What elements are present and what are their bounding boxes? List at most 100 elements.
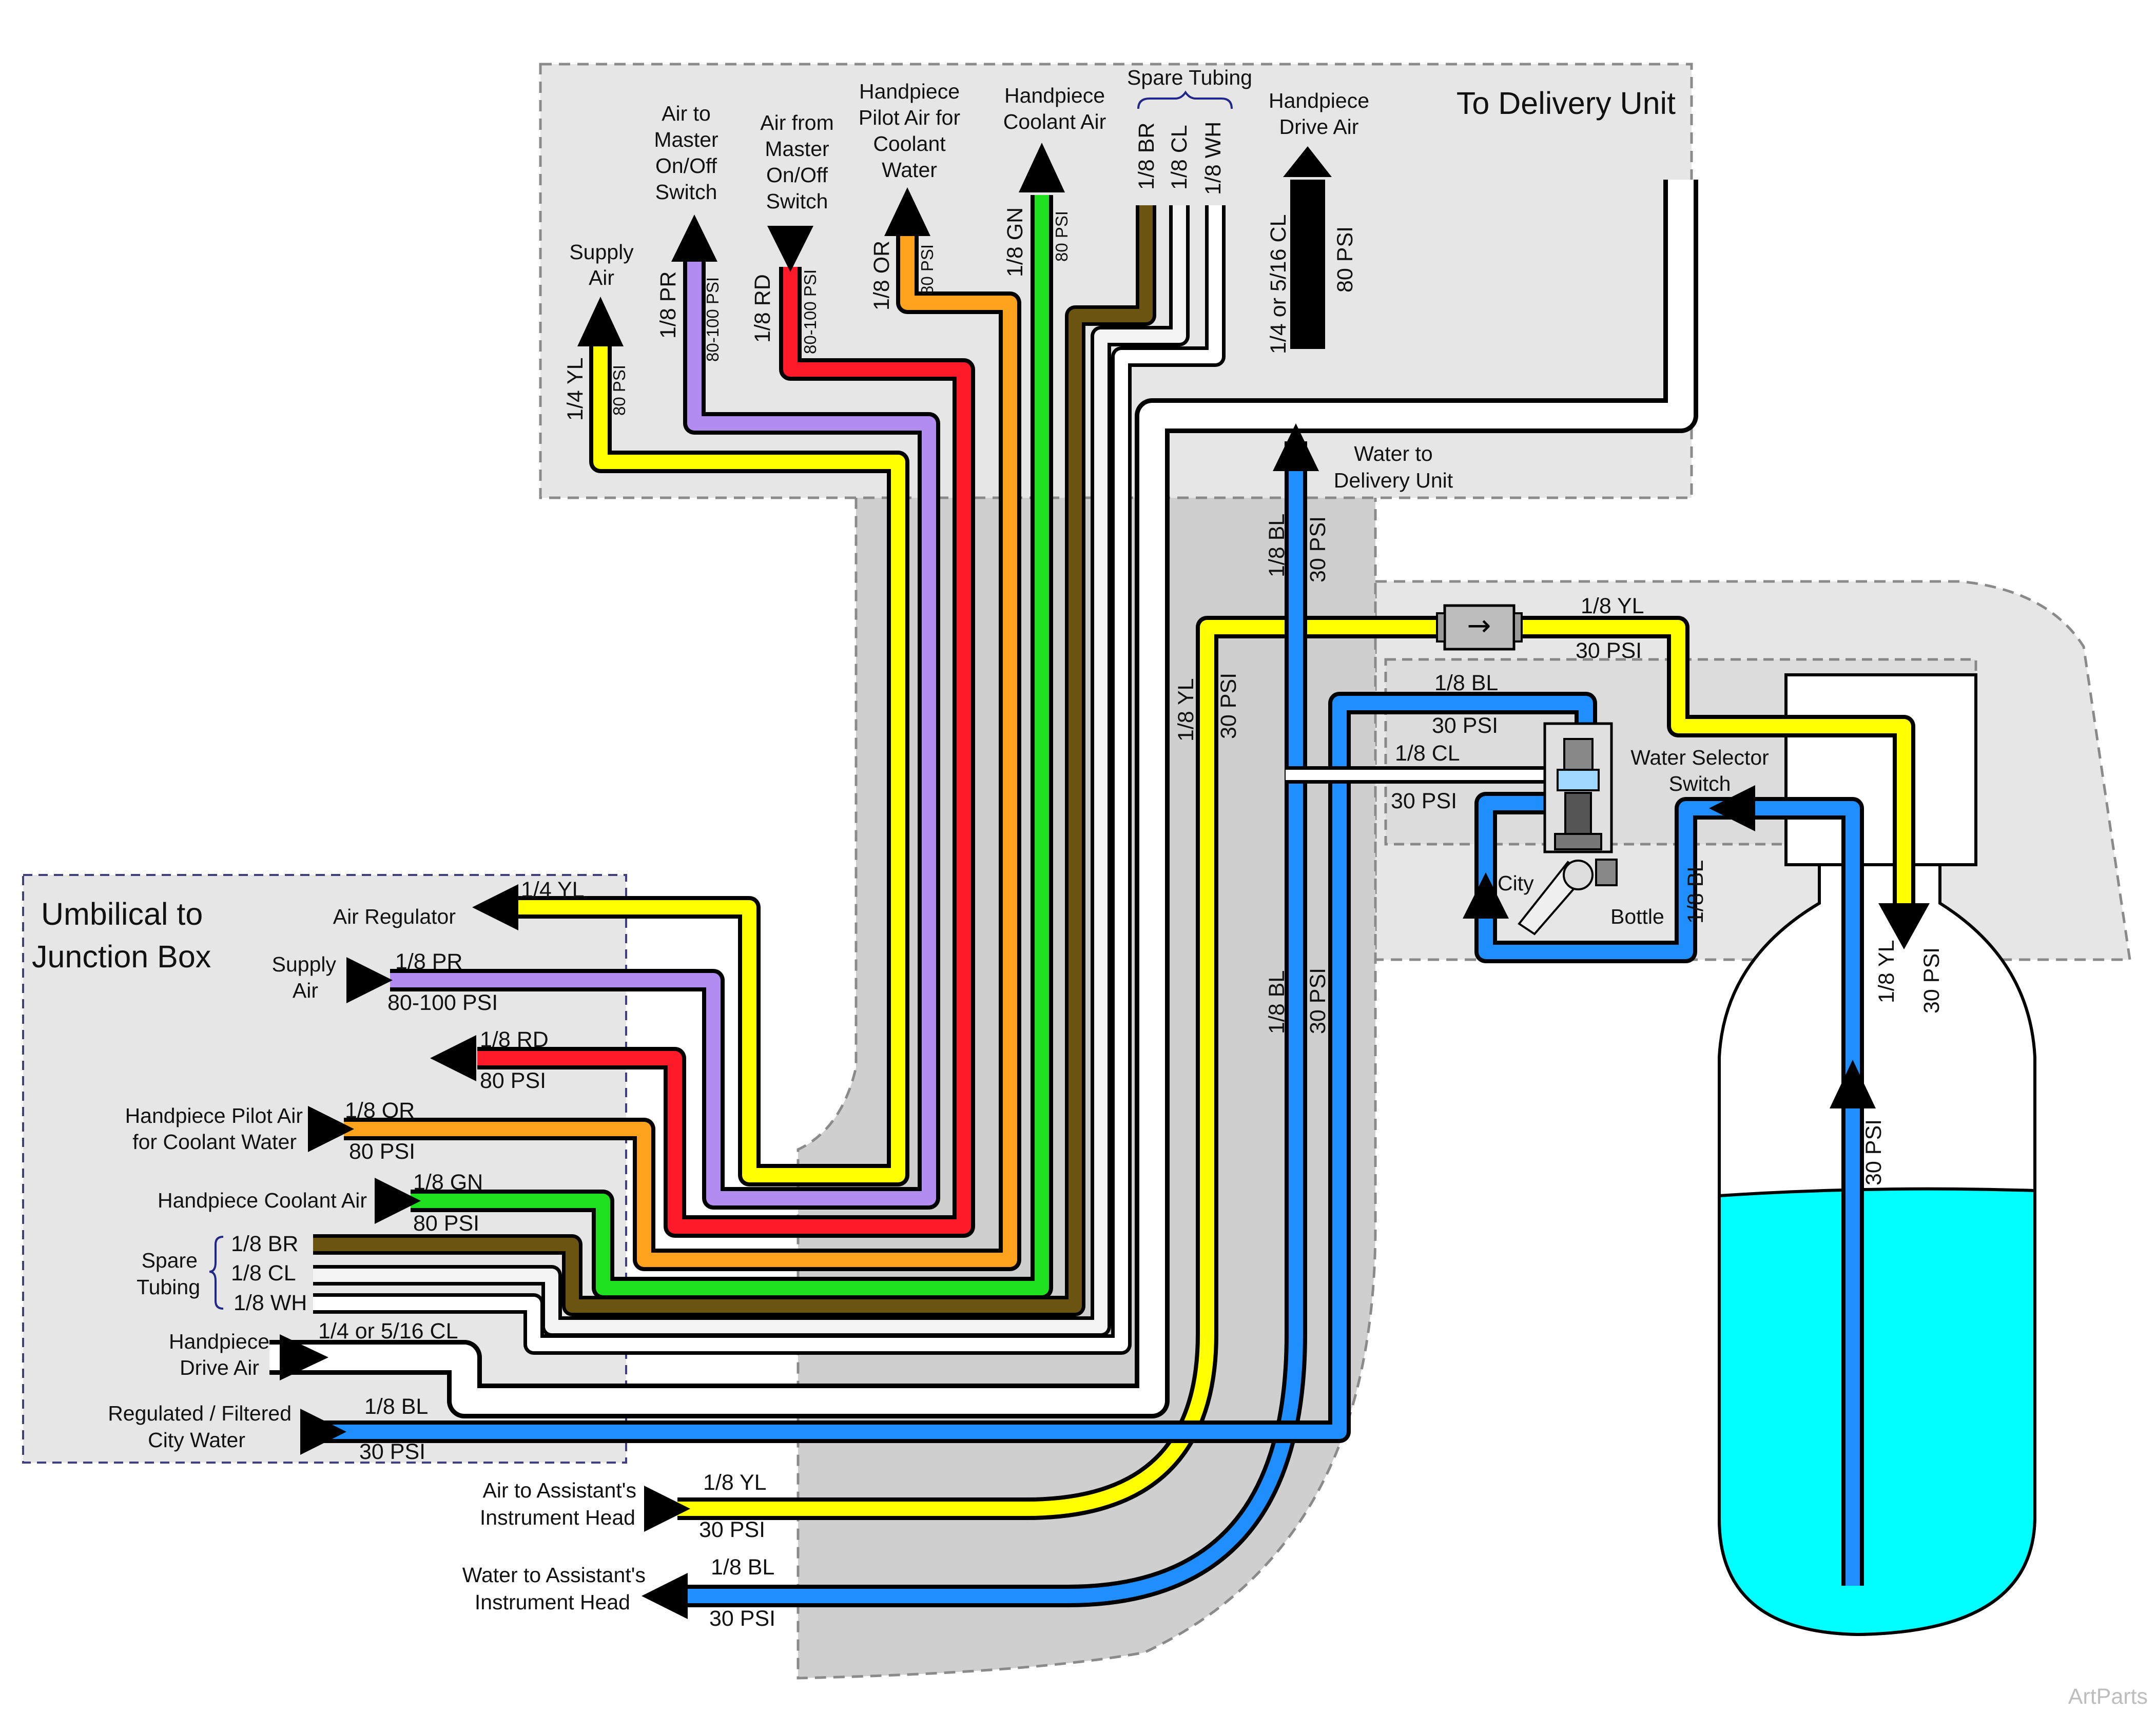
pr-top-psi: 80-100 PSI [703, 277, 722, 362]
arrow-assistant-water-icon [642, 1573, 688, 1619]
drive-air-label-1: Handpiece [1269, 89, 1369, 112]
left-bl-psi: 30 PSI [359, 1439, 425, 1464]
bl-lower-size: 1/8 BL [1265, 970, 1289, 1034]
tube-spare-cl [313, 205, 1186, 1333]
umbilical-title-1: Umbilical to [41, 897, 203, 931]
left-wh-size: 1/8 WH [234, 1291, 307, 1315]
gn-top-size: 1/8 GN [1003, 207, 1027, 277]
arrow-air-to-master-icon [671, 215, 717, 262]
bottle-holder [1784, 673, 1977, 866]
left-br-size: 1/8 BR [231, 1232, 298, 1256]
wh-top-size: 1/8 WH [1201, 122, 1226, 195]
spare-tubing-label: Spare Tubing [1127, 66, 1252, 89]
left-or-psi: 80 PSI [349, 1139, 415, 1164]
watermark: ArtParts [2068, 1684, 2148, 1709]
rd-top-psi: 80-100 PSI [801, 269, 820, 354]
arrow-coolant-air-icon [1019, 143, 1065, 192]
tube-spare-wh [313, 205, 1222, 1351]
check-valve: → [1436, 604, 1523, 651]
arrow-selector-feed-icon [1709, 785, 1755, 831]
arrow-city-water-icon [300, 1409, 346, 1455]
water-bottle [1718, 863, 2036, 1637]
yl-vert-psi: 30 PSI [1216, 673, 1241, 739]
delivery-unit-title: To Delivery Unit [1456, 86, 1676, 121]
drive-top-psi: 80 PSI [1333, 226, 1357, 293]
tube-supply-air [511, 334, 905, 1182]
pr-top-size: 1/8 PR [656, 271, 681, 339]
arrowheads [280, 143, 1930, 1619]
check-valve-arrow-icon: → [1467, 609, 1491, 643]
umb-drive-air-1: Handpiece [169, 1330, 269, 1353]
air-to-master-label-1: Air to [662, 102, 711, 125]
assistant-water-size: 1/8 BL [711, 1555, 774, 1580]
assistant-air-psi: 30 PSI [699, 1517, 765, 1542]
umb-city-water-1: Regulated / Filtered [108, 1401, 292, 1425]
arrow-drive-air-icon [1283, 146, 1332, 177]
br-top-size: 1/8 BR [1134, 123, 1159, 190]
umb-spare-brace [209, 1236, 224, 1310]
supply-air-label-1: Supply [569, 240, 634, 264]
left-yl-size: 1/4 YL [521, 878, 585, 902]
tube-water-delivery [677, 441, 1303, 1603]
assistant-water-psi: 30 PSI [709, 1606, 775, 1631]
arrow-bottle-yl-icon [1878, 903, 1930, 949]
left-rd-size: 1/8 RD [480, 1027, 549, 1052]
tube-coolant-air [411, 195, 1049, 1295]
water-selector-switch[interactable] [1518, 722, 1618, 936]
arrow-air-from-master-icon [767, 226, 813, 272]
umb-coolant-air: Handpiece Coolant Air [158, 1189, 367, 1212]
tube-bottle-water [1479, 796, 1860, 1586]
air-from-master-label-1: Air from [760, 111, 834, 134]
yl-top-size: 1/4 YL [563, 357, 588, 421]
tube-spare-br [313, 205, 1153, 1313]
bl-lower-psi: 30 PSI [1306, 968, 1330, 1034]
yl-top-psi: 80 PSI [610, 365, 629, 416]
bottle-labels: 1/8 YL 30 PSI 30 PSI [1861, 940, 1944, 1185]
tube-pilot-air [344, 226, 1017, 1267]
bottle-bl-psi: 30 PSI [1861, 1119, 1886, 1185]
routing-tube-labels: 1/8 BL 30 PSI 1/8 YL 30 PSI 1/8 BL 30 PS… [1174, 514, 1330, 1034]
tube-air-to-master [390, 259, 936, 1205]
rd-top-size: 1/8 RD [750, 274, 775, 343]
selector-city-label: City [1498, 871, 1534, 895]
assistant-air-size: 1/8 YL [703, 1470, 767, 1495]
tubes [269, 180, 1915, 1607]
selector-cl-psi: 30 PSI [1391, 789, 1457, 813]
selector-bl-size: 1/8 BL [1434, 671, 1498, 695]
selector-yl-size: 1/8 YL [1581, 594, 1644, 618]
left-rd-psi: 80 PSI [480, 1068, 546, 1093]
left-drive-size: 1/4 or 5/16 CL [318, 1319, 458, 1344]
arrow-supply-air-icon [577, 297, 624, 346]
or-top-psi: 80 PSI [918, 244, 937, 295]
arrow-drive-left-icon [280, 1334, 328, 1380]
cl-top-size: 1/8 CL [1167, 125, 1192, 190]
left-gn-psi: 80 PSI [413, 1211, 479, 1236]
arrow-coolant-left-icon [375, 1178, 421, 1224]
umbilical-tube-labels: 1/4 YL 1/8 PR 80-100 PSI 1/8 RD 80 PSI 1… [231, 878, 585, 1464]
tube-air-from-master [477, 267, 971, 1234]
air-regulator-label: Air Regulator [333, 905, 456, 928]
coolant-air-label-1: Handpiece [1004, 84, 1105, 107]
yl-vert-size: 1/8 YL [1174, 678, 1198, 742]
left-pr-size: 1/8 PR [395, 949, 462, 974]
tube-assistant-air [677, 620, 1911, 1516]
assistant-water-label-1: Water to Assistant's [462, 1563, 646, 1587]
arrow-pilot-air-icon [884, 187, 930, 236]
arrow-supply-air-left-icon [346, 957, 393, 1003]
left-cl-size: 1/8 CL [231, 1261, 296, 1286]
